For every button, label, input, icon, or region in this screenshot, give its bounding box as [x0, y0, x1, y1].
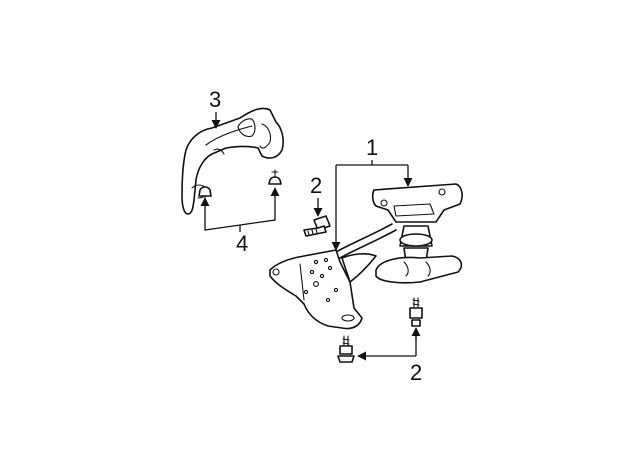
callout-3: 3: [209, 87, 221, 129]
callout-2-lower-label: 2: [410, 360, 422, 385]
callout-4: 4: [200, 187, 280, 256]
callout-2-upper: 2: [310, 173, 323, 217]
tire-carrier-assembly: [269, 183, 463, 330]
cover-shield-part: [181, 107, 284, 215]
callout-2-lower: 2: [357, 327, 422, 385]
bolt-lower-left: [337, 335, 355, 363]
push-clip-right: [268, 169, 282, 185]
callout-1: 1: [331, 135, 413, 251]
bolt-upper: [303, 215, 331, 237]
callout-3-label: 3: [209, 87, 221, 112]
bolt-lower-right: [409, 297, 423, 327]
callout-1-label: 1: [366, 135, 378, 160]
callout-4-label: 4: [236, 231, 248, 256]
callout-2-upper-label: 2: [310, 173, 322, 198]
